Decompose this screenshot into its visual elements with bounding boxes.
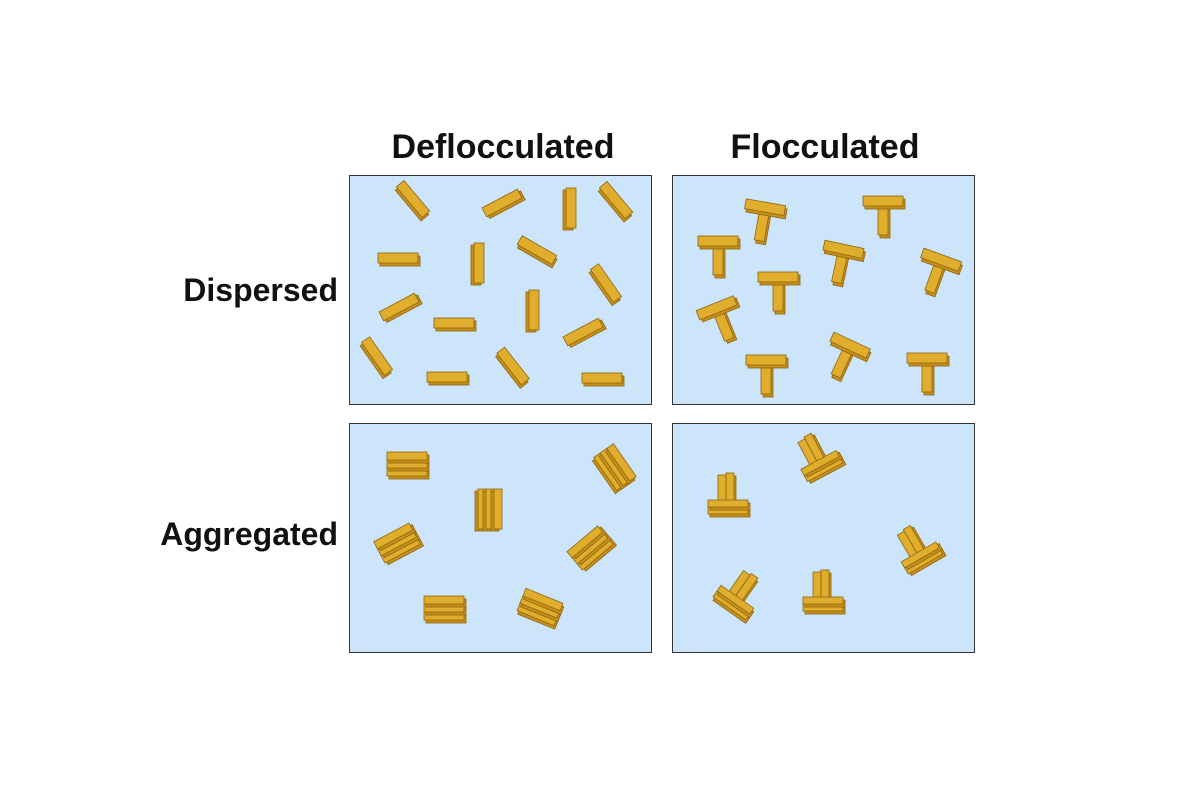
column-title-flocculated: Flocculated (730, 128, 920, 166)
clay-particle (481, 188, 526, 220)
aggregated-particle-stack (423, 595, 467, 624)
aggregated-particle-stack (373, 522, 425, 566)
clay-particle (426, 371, 470, 386)
clay-particle (597, 180, 634, 223)
clay-particle (377, 252, 421, 267)
clay-particle (525, 289, 540, 333)
clay-particle (433, 317, 477, 332)
panel-flocculated-aggregated (672, 423, 975, 653)
flocculated-aggregate (802, 569, 846, 615)
clay-particle (588, 263, 623, 307)
flocculated-particle-pair (906, 352, 950, 396)
aggregated-particle-stack (386, 451, 430, 480)
panel-deflocculated-aggregated (349, 423, 652, 653)
particles-flocculated-aggregated (707, 432, 947, 624)
particles-flocculated-dispersed (695, 195, 963, 398)
aggregated-particle-stack (474, 488, 503, 532)
flocculated-particle-pair (744, 198, 788, 246)
panel-flocculated-dispersed (672, 175, 975, 405)
clay-particle (495, 346, 530, 389)
clay-particle (562, 187, 577, 231)
column-title-deflocculated: Deflocculated (391, 128, 615, 166)
clay-particle (359, 336, 394, 380)
flocculated-particle-pair (920, 247, 963, 298)
flocculated-aggregate (712, 570, 759, 624)
flocculated-particle-pair (757, 271, 801, 315)
panel-deflocculated-dispersed (349, 175, 652, 405)
flocculated-aggregate (707, 472, 751, 518)
clay-particle (562, 317, 607, 349)
clay-particle (581, 372, 625, 387)
particles-deflocculated-aggregated (373, 443, 637, 630)
clay-particle (378, 292, 423, 324)
aggregated-particle-stack (591, 443, 637, 495)
clay-particle (516, 235, 558, 269)
flocculated-aggregate (797, 432, 847, 484)
row-title-aggregated: Aggregated (160, 516, 338, 552)
row-title-dispersed: Dispersed (183, 272, 338, 308)
clay-particle (394, 179, 431, 222)
flocculated-particle-pair (862, 195, 906, 239)
flocculated-particle-pair (695, 295, 741, 344)
flocculated-particle-pair (829, 331, 872, 383)
flocculated-aggregate (896, 524, 947, 577)
aggregated-particle-stack (566, 525, 618, 572)
flocculated-particle-pair (745, 354, 789, 398)
aggregated-particle-stack (516, 587, 565, 630)
clay-particle (470, 242, 485, 286)
flocculated-particle-pair (822, 239, 866, 288)
particles-deflocculated-dispersed (359, 179, 634, 389)
flocculated-particle-pair (697, 235, 741, 279)
